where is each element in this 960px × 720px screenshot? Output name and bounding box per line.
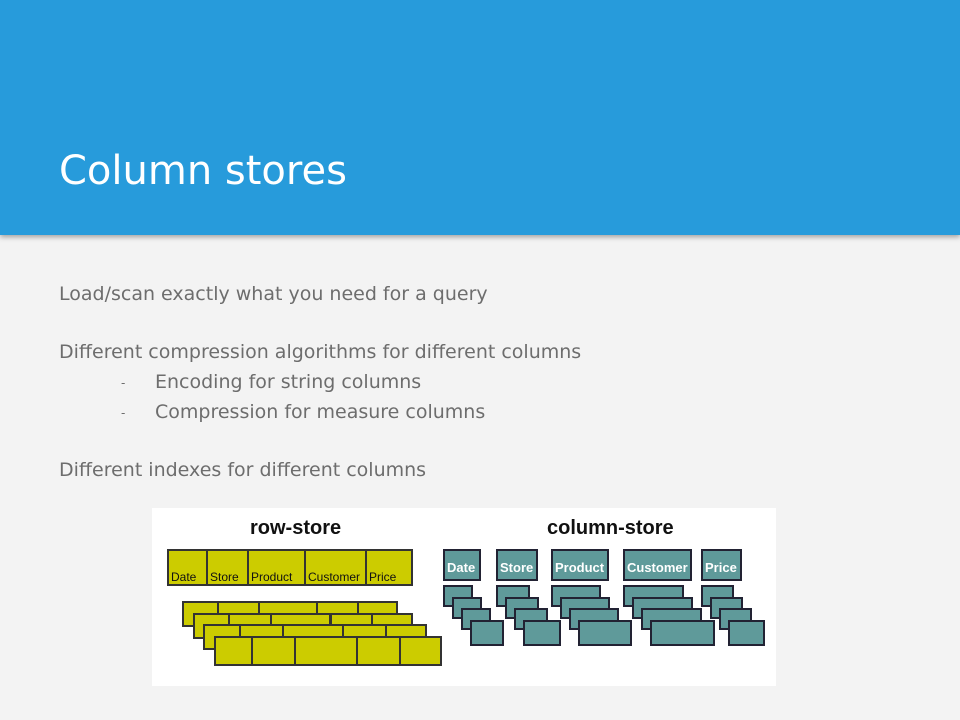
column-store-block	[523, 619, 561, 646]
bullet-text: Different compression algorithms for dif…	[59, 341, 582, 363]
column-store-header-product: Product	[551, 549, 609, 581]
column-label: Date	[171, 570, 197, 584]
column-store-title: column-store	[547, 517, 674, 539]
column-label: Product	[251, 570, 293, 584]
column-store-block	[470, 619, 504, 646]
row-store-header-cell: Price	[365, 549, 413, 586]
sub-bullet-marker: -	[121, 406, 126, 420]
row-store-record-cell	[398, 635, 442, 666]
row-store-header-cell: Store	[206, 549, 249, 586]
column-label: Price	[369, 570, 397, 584]
column-label: Customer	[308, 570, 361, 584]
row-store-record-cell	[213, 635, 253, 666]
column-label: Product	[555, 560, 605, 575]
column-label: Store	[500, 560, 534, 575]
row-store-title: row-store	[250, 517, 342, 539]
column-store-block	[650, 619, 715, 646]
column-label: Date	[447, 560, 476, 575]
column-store-header-store: Store	[496, 549, 538, 581]
row-store-header-cell: Product	[247, 549, 306, 586]
column-store-block	[578, 619, 632, 646]
slide-header: Column stores	[0, 0, 960, 235]
row-store-header-cell: Customer	[304, 549, 367, 586]
sub-bullet-marker: -	[121, 376, 126, 390]
row-store-header-cell: Date	[167, 549, 208, 586]
column-label: Store	[210, 570, 239, 584]
column-store-header-customer: Customer	[623, 549, 692, 581]
column-store-header-price: Price	[701, 549, 742, 581]
row-store-record-cell	[293, 635, 358, 666]
sub-bullet-text: Compression for measure columns	[155, 401, 486, 423]
row-store-record-cell	[355, 635, 401, 666]
column-label: Price	[705, 560, 737, 575]
slide-title: Column stores	[59, 148, 347, 194]
sub-bullet-text: Encoding for string columns	[155, 371, 422, 393]
row-store-record-cell	[250, 635, 296, 666]
bullet-text: Load/scan exactly what you need for a qu…	[59, 283, 488, 305]
column-store-header-date: Date	[443, 549, 481, 581]
column-store-block	[728, 619, 765, 646]
column-label: Customer	[627, 560, 688, 575]
bullet-text: Different indexes for different columns	[59, 459, 427, 481]
